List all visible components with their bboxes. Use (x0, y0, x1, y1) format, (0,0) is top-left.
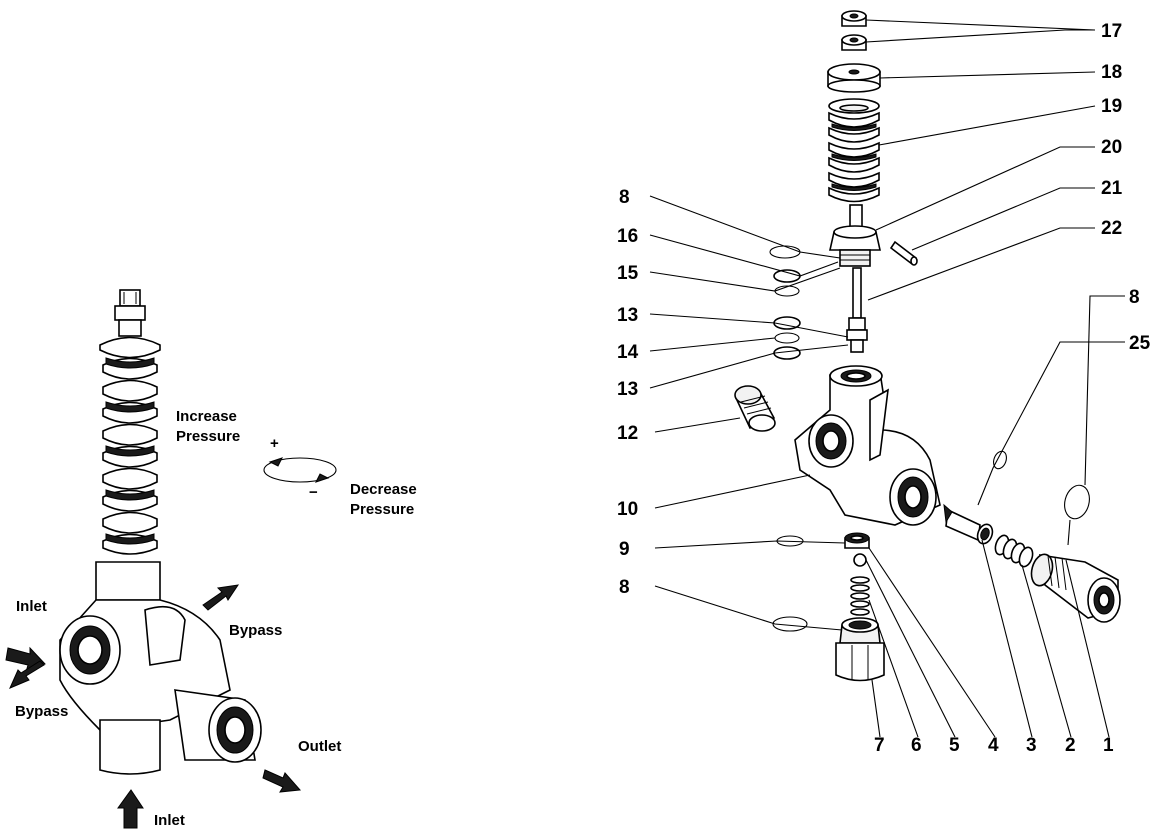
part-12-plug (734, 385, 776, 432)
outlet-parts (943, 450, 1121, 623)
increase-pressure-label-1: Increase (176, 408, 237, 425)
bypass-top-label: Bypass (229, 622, 282, 639)
callout-6: 6 (911, 735, 922, 756)
callout-9: 9 (619, 539, 630, 560)
part-21-pin (889, 240, 918, 266)
part-22-piston (846, 267, 868, 353)
plus-sign: + (270, 435, 279, 452)
seals-stack (769, 245, 801, 360)
decrease-pressure-label-1: Decrease (350, 481, 417, 498)
callout-12: 12 (617, 423, 638, 444)
part-5-ball (853, 553, 867, 567)
adjusting-nut (114, 289, 146, 337)
part-3-valve-seat (943, 503, 994, 545)
callout-22: 22 (1101, 218, 1122, 239)
part-25-oring (993, 450, 1007, 470)
part-15-ring (774, 285, 800, 297)
inlet-side-label: Inlet (16, 598, 47, 615)
decrease-pressure-label-2: Pressure (350, 501, 414, 518)
part-14-ring (774, 332, 800, 344)
part-16-ring (773, 269, 801, 283)
leader-lines (649, 19, 1125, 738)
flow-arrows (5, 584, 302, 829)
valve-body (59, 599, 262, 775)
callout-1: 1 (1103, 735, 1114, 756)
pressure-adjust-indicator (263, 457, 337, 483)
outlet-label: Outlet (298, 738, 341, 755)
minus-sign: − (309, 484, 318, 501)
part-7-inlet-fitting (835, 617, 885, 682)
callout-21: 21 (1101, 178, 1123, 199)
callout-7: 7 (874, 735, 885, 756)
exploded-view: 17 18 19 20 21 22 25 8 8 16 15 13 14 13 … (617, 10, 1151, 756)
bypass-left-arrow (9, 660, 45, 689)
callout-8-right: 8 (1129, 287, 1140, 308)
part-19-springs (828, 98, 880, 203)
increase-pressure-label-2: Pressure (176, 428, 240, 445)
callout-10: 10 (617, 499, 638, 520)
callout-17: 17 (1101, 21, 1122, 42)
bypass-top-arrow (202, 584, 240, 611)
inlet-parts (772, 532, 885, 682)
part-8-oring-right (1064, 484, 1090, 520)
part-6-spring (850, 576, 870, 616)
valve-collar (95, 561, 161, 601)
callout-5: 5 (949, 735, 960, 756)
outlet-arrow (262, 769, 302, 793)
callout-13-bottom: 13 (617, 379, 638, 400)
callout-16: 16 (617, 226, 638, 247)
callout-19: 19 (1101, 96, 1122, 117)
part-10-valve-body (794, 365, 941, 526)
bypass-left-label: Bypass (15, 703, 68, 720)
part-17-nuts (841, 10, 867, 51)
callout-2: 2 (1065, 735, 1076, 756)
callout-14: 14 (617, 342, 639, 363)
part-8-oring-bottom (772, 616, 808, 632)
callout-20: 20 (1101, 137, 1122, 158)
callout-8-top: 8 (619, 187, 630, 208)
callout-3: 3 (1026, 735, 1037, 756)
spring-stack (99, 336, 161, 555)
part-18-spring-cap (827, 63, 881, 93)
part-20-adjuster (829, 204, 881, 267)
inlet-bottom-label: Inlet (154, 812, 185, 829)
part-2-spring (994, 534, 1034, 568)
callout-4: 4 (988, 735, 999, 756)
callout-25: 25 (1129, 333, 1151, 354)
part-8-oring-top (769, 245, 801, 259)
callout-numbers: 17 18 19 20 21 22 25 8 8 16 15 13 14 13 … (617, 21, 1151, 756)
part-1-outlet-fitting (1030, 553, 1121, 623)
part-4-seat (844, 532, 870, 549)
callout-18: 18 (1101, 62, 1122, 83)
assembled-valve: Increase Pressure + − Decrease Pressure … (5, 289, 417, 829)
inlet-bottom-arrow (117, 789, 144, 829)
callout-15: 15 (617, 263, 639, 284)
callout-13-top: 13 (617, 305, 638, 326)
callout-8-mid: 8 (619, 577, 630, 598)
